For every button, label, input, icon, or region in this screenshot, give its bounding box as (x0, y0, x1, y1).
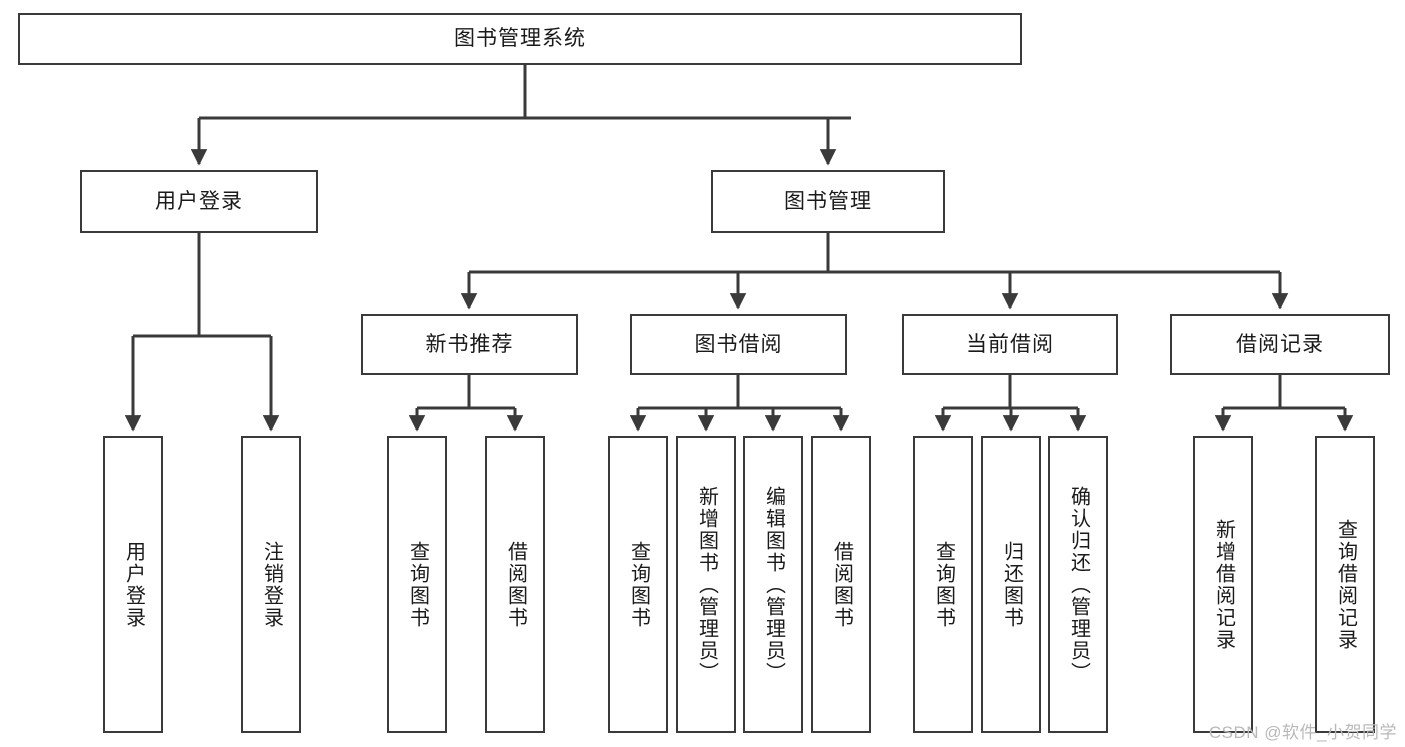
node-leaf-query-book-current[interactable]: 查询图书 (913, 436, 973, 733)
node-book-management-label: 图书管理 (784, 189, 872, 213)
node-book-borrow[interactable]: 图书借阅 (630, 314, 847, 375)
node-leaf-logout-label: 注销登录 (260, 540, 283, 629)
node-book-management[interactable]: 图书管理 (711, 170, 945, 233)
node-root-label: 图书管理系统 (454, 27, 586, 51)
node-leaf-query-book-recommend-label: 查询图书 (406, 540, 429, 629)
node-borrow-record[interactable]: 借阅记录 (1170, 314, 1390, 375)
node-leaf-edit-book-admin[interactable]: 编辑图书（管理员） (743, 436, 803, 733)
node-user-login[interactable]: 用户登录 (80, 170, 318, 233)
node-leaf-edit-book-admin-label: 编辑图书（管理员） (762, 485, 785, 684)
node-leaf-add-borrow-record-label: 新增借阅记录 (1212, 518, 1235, 651)
node-current-borrow-label: 当前借阅 (966, 332, 1054, 356)
node-current-borrow[interactable]: 当前借阅 (902, 314, 1118, 375)
node-user-login-label: 用户登录 (155, 189, 243, 213)
node-leaf-add-book-admin[interactable]: 新增图书（管理员） (676, 436, 736, 733)
node-leaf-logout[interactable]: 注销登录 (241, 436, 301, 733)
node-leaf-confirm-return-admin-label: 确认归还（管理员） (1067, 485, 1090, 684)
node-leaf-user-login[interactable]: 用户登录 (103, 436, 163, 733)
node-leaf-return-book[interactable]: 归还图书 (981, 436, 1041, 733)
node-new-book-recommend-label: 新书推荐 (425, 332, 514, 356)
node-leaf-borrow-book[interactable]: 借阅图书 (811, 436, 871, 733)
node-leaf-borrow-book-recommend-label: 借阅图书 (504, 540, 527, 629)
node-leaf-query-book-recommend[interactable]: 查询图书 (387, 436, 447, 733)
node-leaf-confirm-return-admin[interactable]: 确认归还（管理员） (1048, 436, 1108, 733)
node-leaf-user-login-label: 用户登录 (122, 540, 145, 629)
node-leaf-add-borrow-record[interactable]: 新增借阅记录 (1193, 436, 1253, 733)
node-new-book-recommend[interactable]: 新书推荐 (361, 314, 578, 375)
node-leaf-query-book-borrow[interactable]: 查询图书 (608, 436, 668, 733)
node-leaf-borrow-book-recommend[interactable]: 借阅图书 (485, 436, 545, 733)
node-leaf-query-book-borrow-label: 查询图书 (627, 540, 650, 629)
node-leaf-borrow-book-label: 借阅图书 (830, 540, 853, 629)
node-book-borrow-label: 图书借阅 (694, 332, 783, 356)
node-leaf-query-book-current-label: 查询图书 (932, 540, 955, 629)
node-borrow-record-label: 借阅记录 (1236, 332, 1324, 356)
csdn-watermark: CSDN @软件_小贺同学 (1208, 723, 1397, 742)
node-leaf-query-borrow-record[interactable]: 查询借阅记录 (1315, 436, 1375, 733)
node-root[interactable]: 图书管理系统 (18, 13, 1022, 65)
node-leaf-return-book-label: 归还图书 (1000, 540, 1023, 629)
node-leaf-add-book-admin-label: 新增图书（管理员） (695, 485, 718, 684)
node-leaf-query-borrow-record-label: 查询借阅记录 (1334, 518, 1357, 651)
